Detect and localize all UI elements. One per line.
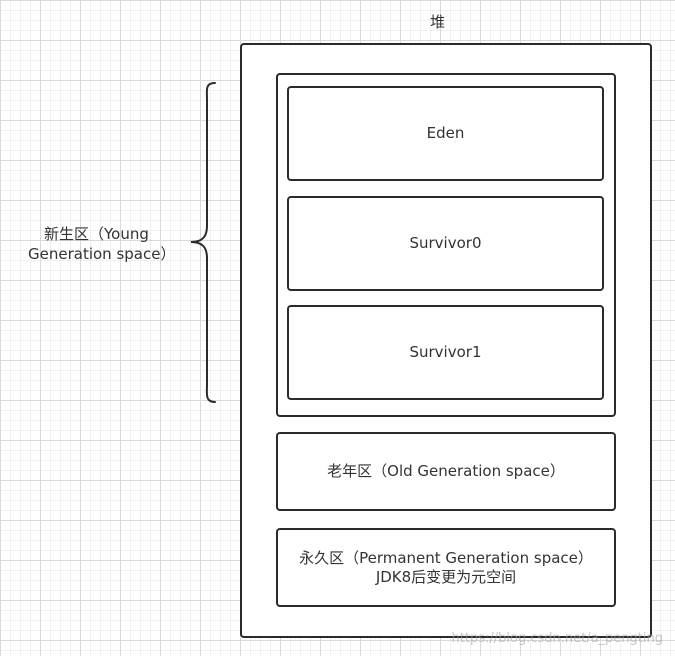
old-generation-box: 老年区（Old Generation space）: [276, 432, 616, 511]
survivor1-label: Survivor1: [409, 343, 482, 361]
young-generation-label: 新生区（Young Generation space）: [28, 224, 175, 264]
permanent-generation-label: 永久区（Permanent Generation space）: [299, 548, 593, 567]
permanent-generation-box: 永久区（Permanent Generation space） JDK8后变更为…: [276, 528, 616, 607]
metaspace-note: JDK8后变更为元空间: [375, 567, 517, 586]
young-generation-label-line1: 新生区（Young: [44, 225, 149, 243]
survivor1-box: Survivor1: [287, 305, 604, 400]
heap-label: 堆: [430, 13, 446, 31]
young-generation-brace: [190, 82, 216, 403]
young-generation-label-line2: Generation space）: [28, 245, 176, 263]
old-generation-label: 老年区（Old Generation space）: [327, 462, 565, 480]
survivor0-label: Survivor0: [409, 234, 482, 252]
survivor0-box: Survivor0: [287, 196, 604, 291]
eden-box: Eden: [287, 86, 604, 181]
eden-label: Eden: [426, 124, 465, 142]
watermark-text: https://blog.csdn.net/a_pengting: [451, 631, 663, 646]
